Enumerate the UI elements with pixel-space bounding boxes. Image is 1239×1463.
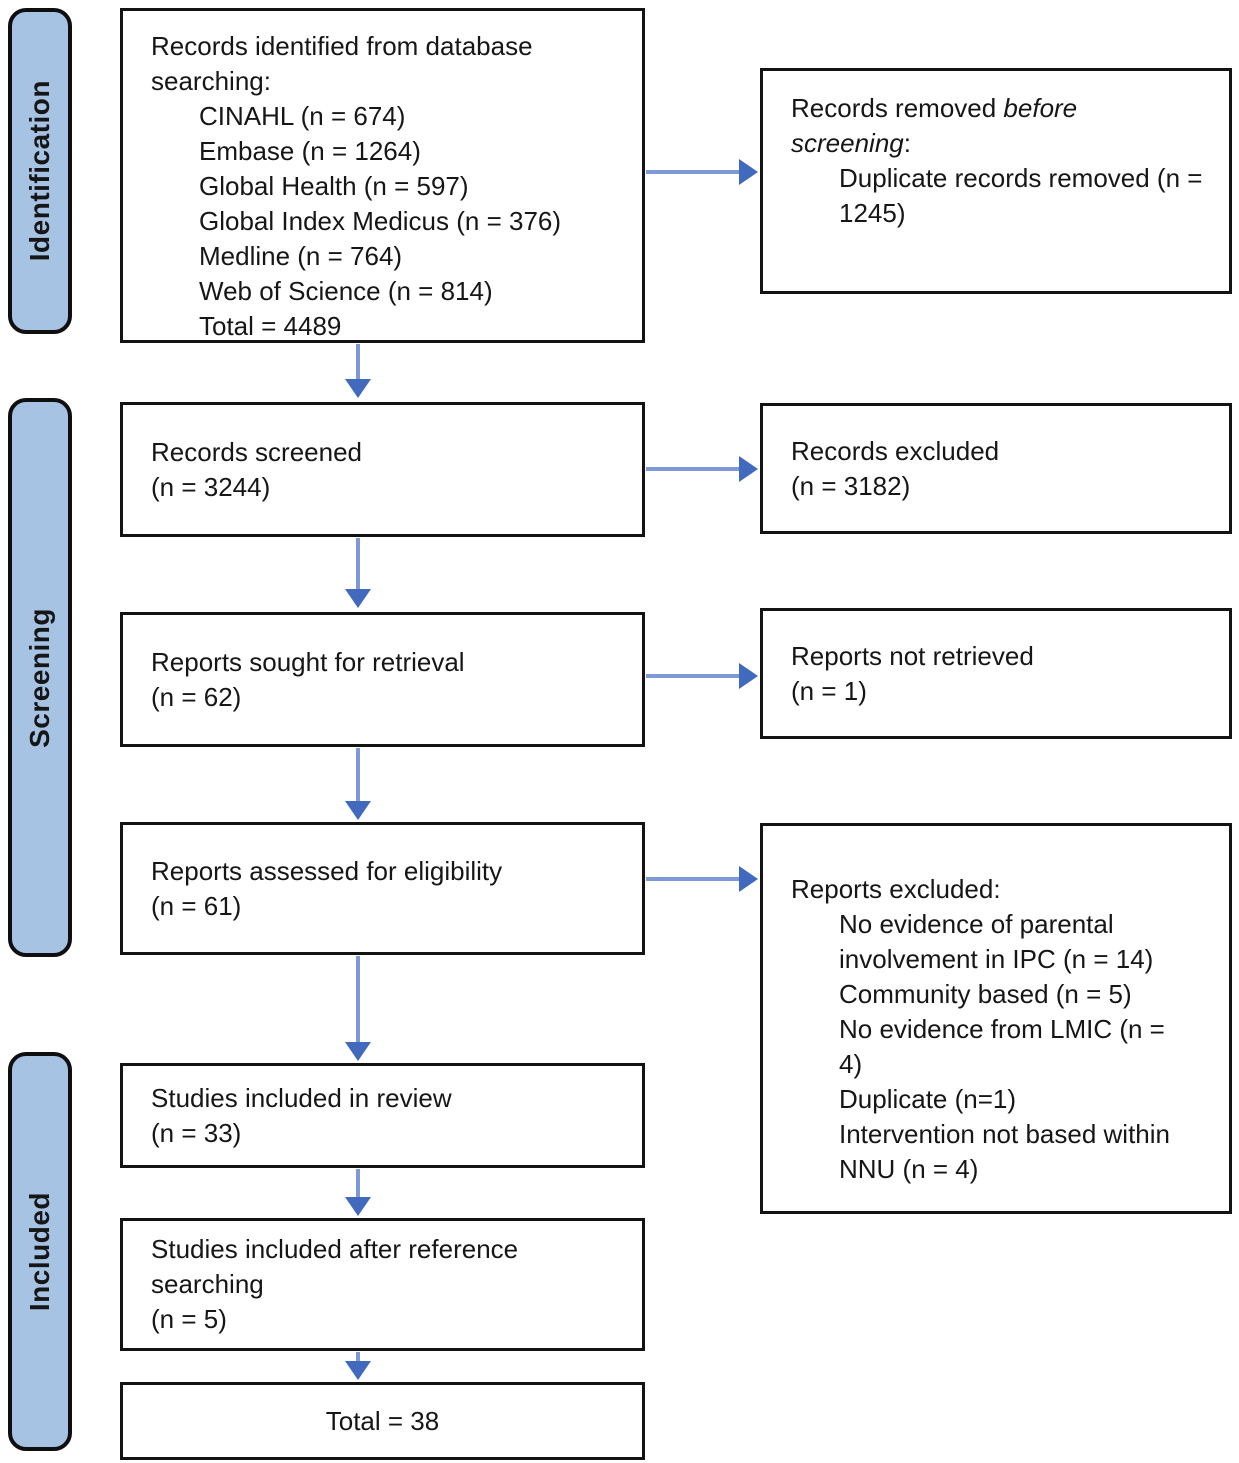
exclusion-list: No evidence of parental involvement in I… <box>763 907 1229 1187</box>
box-title: Records removed before screening: <box>791 93 1078 158</box>
database-list-item: Medline (n = 764) <box>199 241 403 271</box>
stage-label-screening: Screening <box>8 398 72 957</box>
box-count: (n = 1) <box>791 675 867 706</box>
box-title: Reports excluded: <box>791 874 1001 904</box>
box-records-screened: Records screened (n = 3244) <box>120 402 645 537</box>
box-line: Reports not retrieved <box>791 640 1034 671</box>
box-line: Studies included in review <box>151 1082 452 1113</box>
database-list-item: Global Health (n = 597) <box>199 171 469 201</box>
flow-arrow-down-reference-to-total <box>345 1352 371 1380</box>
stage-label-text: Screening <box>24 607 55 748</box>
arrow-shaft <box>356 1352 360 1365</box>
arrow-shaft <box>356 1169 360 1201</box>
arrow-head-icon <box>739 866 758 892</box>
box-count: (n = 62) <box>151 681 242 712</box>
arrow-shaft <box>646 877 743 881</box>
flow-arrow-right-sought-to-not-retrieved <box>646 663 758 689</box>
box-reports-not-retrieved: Reports not retrieved (n = 1) <box>760 608 1232 739</box>
box-line: Records screened <box>151 436 362 467</box>
box-reports-excluded: Reports excluded: No evidence of parenta… <box>760 823 1232 1214</box>
arrow-head-icon <box>345 1042 371 1061</box>
stage-label-included: Included <box>8 1052 72 1451</box>
box-title: Records identified from database searchi… <box>151 31 533 96</box>
box-count: (n = 33) <box>151 1117 242 1148</box>
arrow-shaft <box>646 674 743 678</box>
box-records-removed: Records removed before screening: Duplic… <box>760 68 1232 294</box>
arrow-head-icon <box>345 379 371 398</box>
box-line: Reports assessed for eligibility <box>151 855 503 886</box>
exclusion-list-item: Duplicate (n=1) <box>839 1084 1017 1114</box>
arrow-head-icon <box>739 456 758 482</box>
removed-list: Duplicate records removed (n = 1245) <box>763 161 1229 231</box>
box-studies-included-review: Studies included in review (n = 33) <box>120 1063 645 1168</box>
exclusion-list-item: Intervention not based within NNU (n = 4… <box>839 1119 1170 1184</box>
arrow-shaft <box>356 344 360 383</box>
flow-arrow-down-included-to-reference <box>345 1169 371 1216</box>
database-list-item: Embase (n = 1264) <box>199 136 421 166</box>
arrow-head-icon <box>345 1197 371 1216</box>
flow-arrow-down-screened-to-sought <box>345 538 371 608</box>
box-studies-included-reference: Studies included after reference searchi… <box>120 1218 645 1351</box>
stage-label-text: Identification <box>24 80 55 262</box>
exclusion-list-item: No evidence from LMIC (n = 4) <box>839 1014 1165 1079</box>
database-list-item: Global Index Medicus (n = 376) <box>199 206 562 236</box>
flow-arrow-right-screened-to-excluded <box>646 456 758 482</box>
box-reports-assessed: Reports assessed for eligibility (n = 61… <box>120 822 645 955</box>
box-total: Total = 38 <box>120 1382 645 1460</box>
arrow-head-icon <box>739 663 758 689</box>
flow-arrow-right-assessed-to-rep-excluded <box>646 866 758 892</box>
box-line: Reports sought for retrieval <box>151 646 465 677</box>
stage-label-identification: Identification <box>8 8 72 334</box>
box-count: (n = 5) <box>151 1304 227 1334</box>
flow-arrow-down-assessed-to-included <box>345 956 371 1061</box>
database-list-item: Total = 4489 <box>199 311 342 341</box>
exclusion-list-item: No evidence of parental involvement in I… <box>839 909 1154 974</box>
arrow-shaft <box>356 538 360 593</box>
database-list-item: CINAHL (n = 674) <box>199 101 406 131</box>
arrow-shaft <box>646 170 743 174</box>
box-count: (n = 3244) <box>151 471 271 502</box>
flow-arrow-down-sought-to-assessed <box>345 748 371 820</box>
box-count: (n = 3182) <box>791 470 911 501</box>
database-list-item: Web of Science (n = 814) <box>199 276 493 306</box>
arrow-head-icon <box>345 589 371 608</box>
arrow-shaft <box>356 748 360 805</box>
arrow-shaft <box>646 467 743 471</box>
total-label: Total = 38 <box>325 1405 440 1436</box>
stage-label-text: Included <box>24 1191 55 1312</box>
box-line: Studies included after reference searchi… <box>151 1234 519 1299</box>
box-line: Records excluded <box>791 435 1000 466</box>
box-records-excluded: Records excluded (n = 3182) <box>760 403 1232 534</box>
box-reports-sought: Reports sought for retrieval (n = 62) <box>120 612 645 747</box>
italic-phrase: before screening <box>791 93 1078 158</box>
box-count: (n = 61) <box>151 890 242 921</box>
arrow-head-icon <box>345 801 371 820</box>
flow-arrow-down-identified-to-screened <box>345 344 371 398</box>
arrow-head-icon <box>345 1361 371 1380</box>
exclusion-list-item: Community based (n = 5) <box>839 979 1132 1009</box>
arrow-shaft <box>356 956 360 1046</box>
removed-list-item: Duplicate records removed (n = 1245) <box>839 163 1203 228</box>
database-list: CINAHL (n = 674) Embase (n = 1264) Global … <box>123 99 642 344</box>
arrow-head-icon <box>739 159 758 185</box>
flow-arrow-right-identified-to-removed <box>646 159 758 185</box>
box-records-identified: Records identified from database searchi… <box>120 8 645 343</box>
